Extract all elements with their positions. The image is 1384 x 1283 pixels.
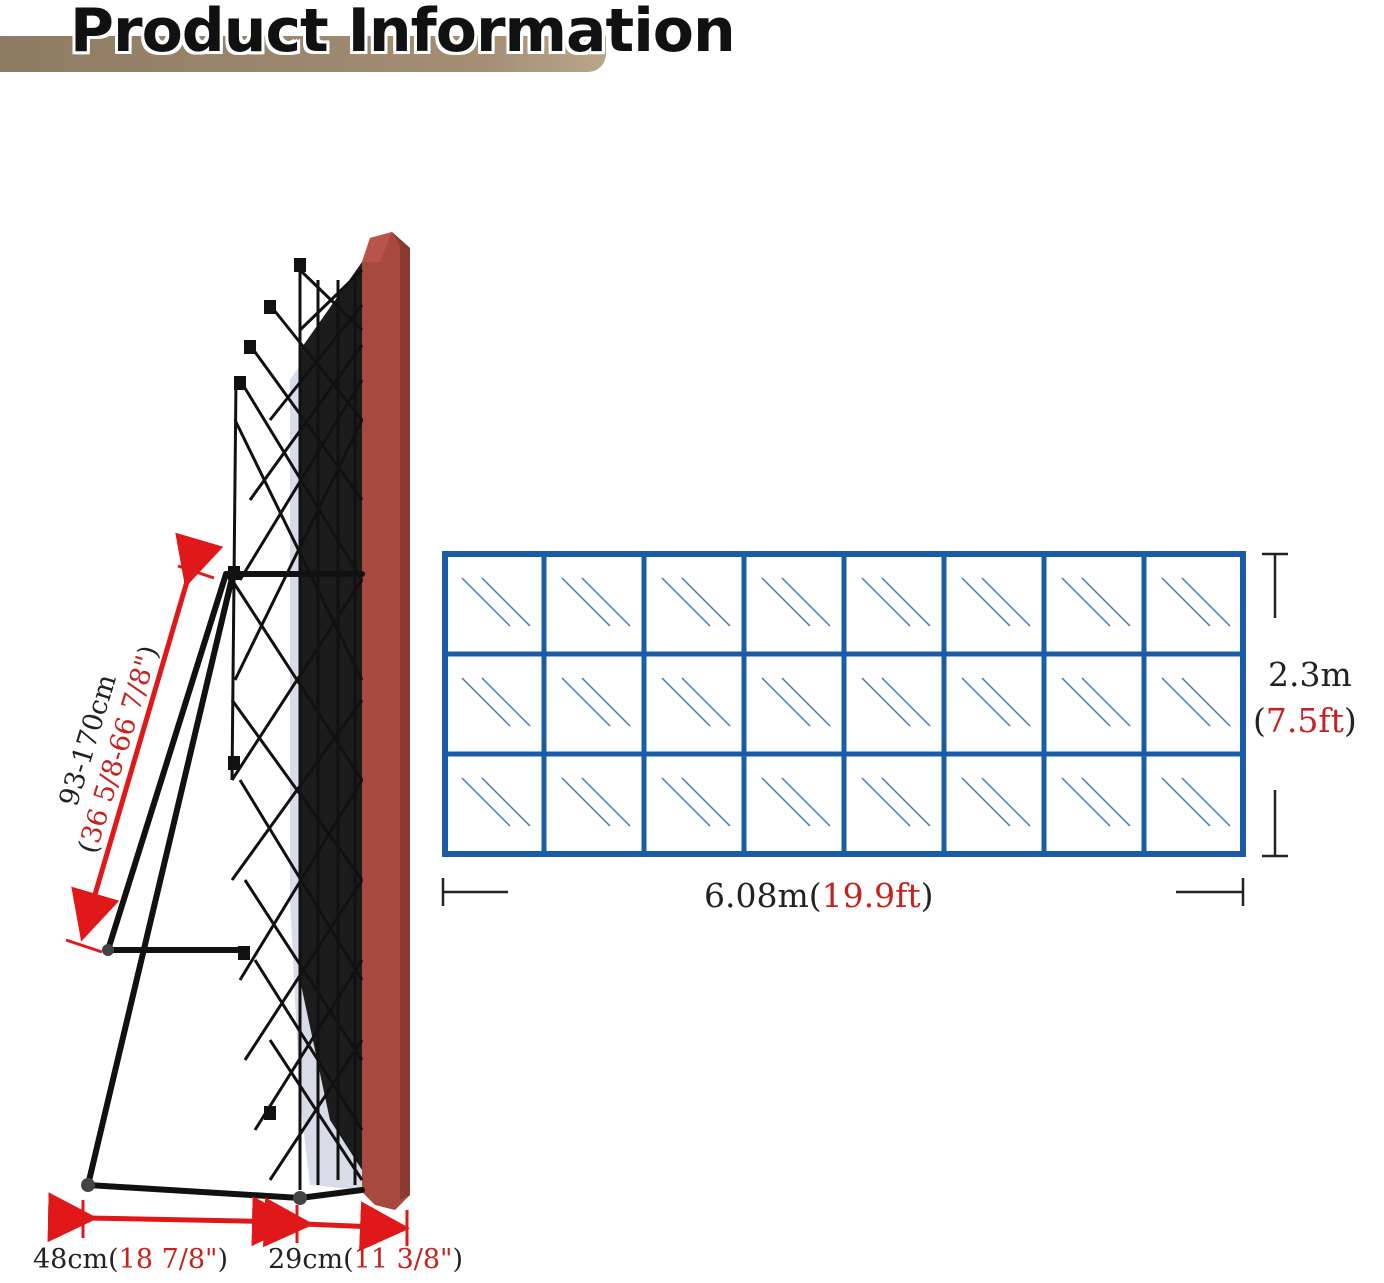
frame-hubs — [228, 258, 306, 1120]
height-imperial-label: (7.5ft) — [1253, 701, 1357, 740]
frame-side-view — [81, 232, 410, 1210]
vertical-poles — [230, 262, 357, 1190]
grid-lines — [445, 554, 1243, 854]
width-metric: 6.08m — [704, 876, 809, 915]
height-imperial: 7.5ft — [1265, 701, 1344, 740]
red-fabric-panel — [362, 232, 410, 1210]
stand-height-arrow — [71, 532, 224, 942]
height-metric: 2.3m — [1268, 655, 1352, 694]
frame-depth-arrow — [262, 1197, 410, 1252]
base-depth-label: 48cm(18 7/8") — [33, 1244, 228, 1275]
fabric-top — [362, 232, 392, 262]
grid-glare-lines — [461, 577, 1231, 827]
base-depth-metric: 48cm — [33, 1244, 109, 1275]
base-depth-arrow — [47, 1192, 302, 1247]
frame-depth-imperial: 11 3/8" — [353, 1244, 453, 1275]
page-title: Product Information — [70, 0, 736, 66]
fabric-edge — [392, 232, 410, 1200]
frame-depth-label: 29cm(11 3/8") — [268, 1244, 463, 1275]
width-label: 6.08m(19.9ft) — [704, 876, 934, 915]
frame-depth-metric: 29cm — [268, 1244, 344, 1275]
width-imperial: 19.9ft — [821, 876, 921, 915]
red-dimension-ticks — [65, 564, 409, 1246]
fabric-shadow — [300, 262, 362, 1170]
grid-dimension-brackets — [441, 552, 1288, 906]
title-banner — [0, 36, 606, 72]
front-grid-view — [442, 551, 1246, 857]
base-depth-imperial: 18 7/8" — [118, 1244, 218, 1275]
height-label: 2.3m — [1268, 655, 1352, 694]
red-dimension-arrows — [47, 532, 410, 1252]
